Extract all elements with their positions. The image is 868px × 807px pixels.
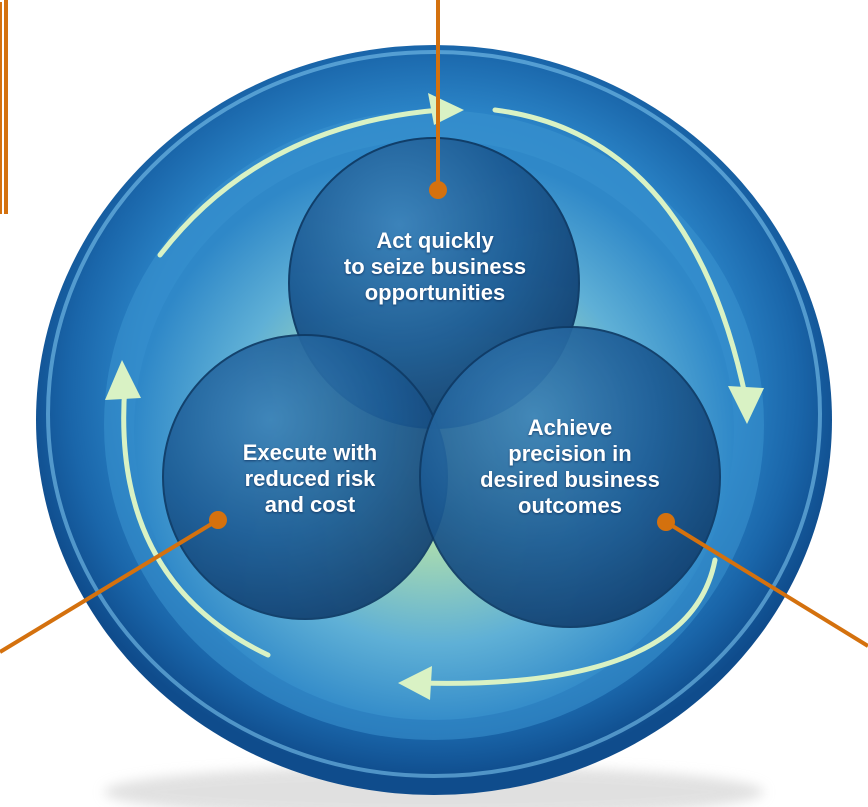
connector-right-line (664, 520, 868, 648)
arrowhead-bottom-icon (398, 666, 432, 700)
connector-dots (209, 181, 675, 531)
outer-ring-highlight (46, 50, 822, 778)
connector-dot-left (209, 511, 227, 529)
sphere-right (419, 326, 721, 628)
connector-top-left-bracket (0, 0, 8, 216)
arrowhead-left-icon (105, 360, 141, 400)
connector-left-line (0, 518, 220, 654)
spheres (162, 137, 721, 628)
arrowhead-right-icon (728, 386, 764, 424)
circle-label-right: Achieve precision in desired business ou… (480, 415, 660, 518)
circle-label-top: Act quickly to seize business opportunit… (343, 228, 527, 305)
arrow-top-right (492, 107, 748, 398)
arrow-bottom (417, 557, 718, 686)
connector-dot-right (657, 513, 675, 531)
arrow-top-left (157, 107, 443, 258)
connectors (0, 0, 868, 654)
connector-dot-top (429, 181, 447, 199)
cycle-arrows (121, 107, 748, 686)
circle-label-left: Execute with reduced risk and cost (242, 440, 378, 517)
arrow-left (121, 382, 271, 658)
